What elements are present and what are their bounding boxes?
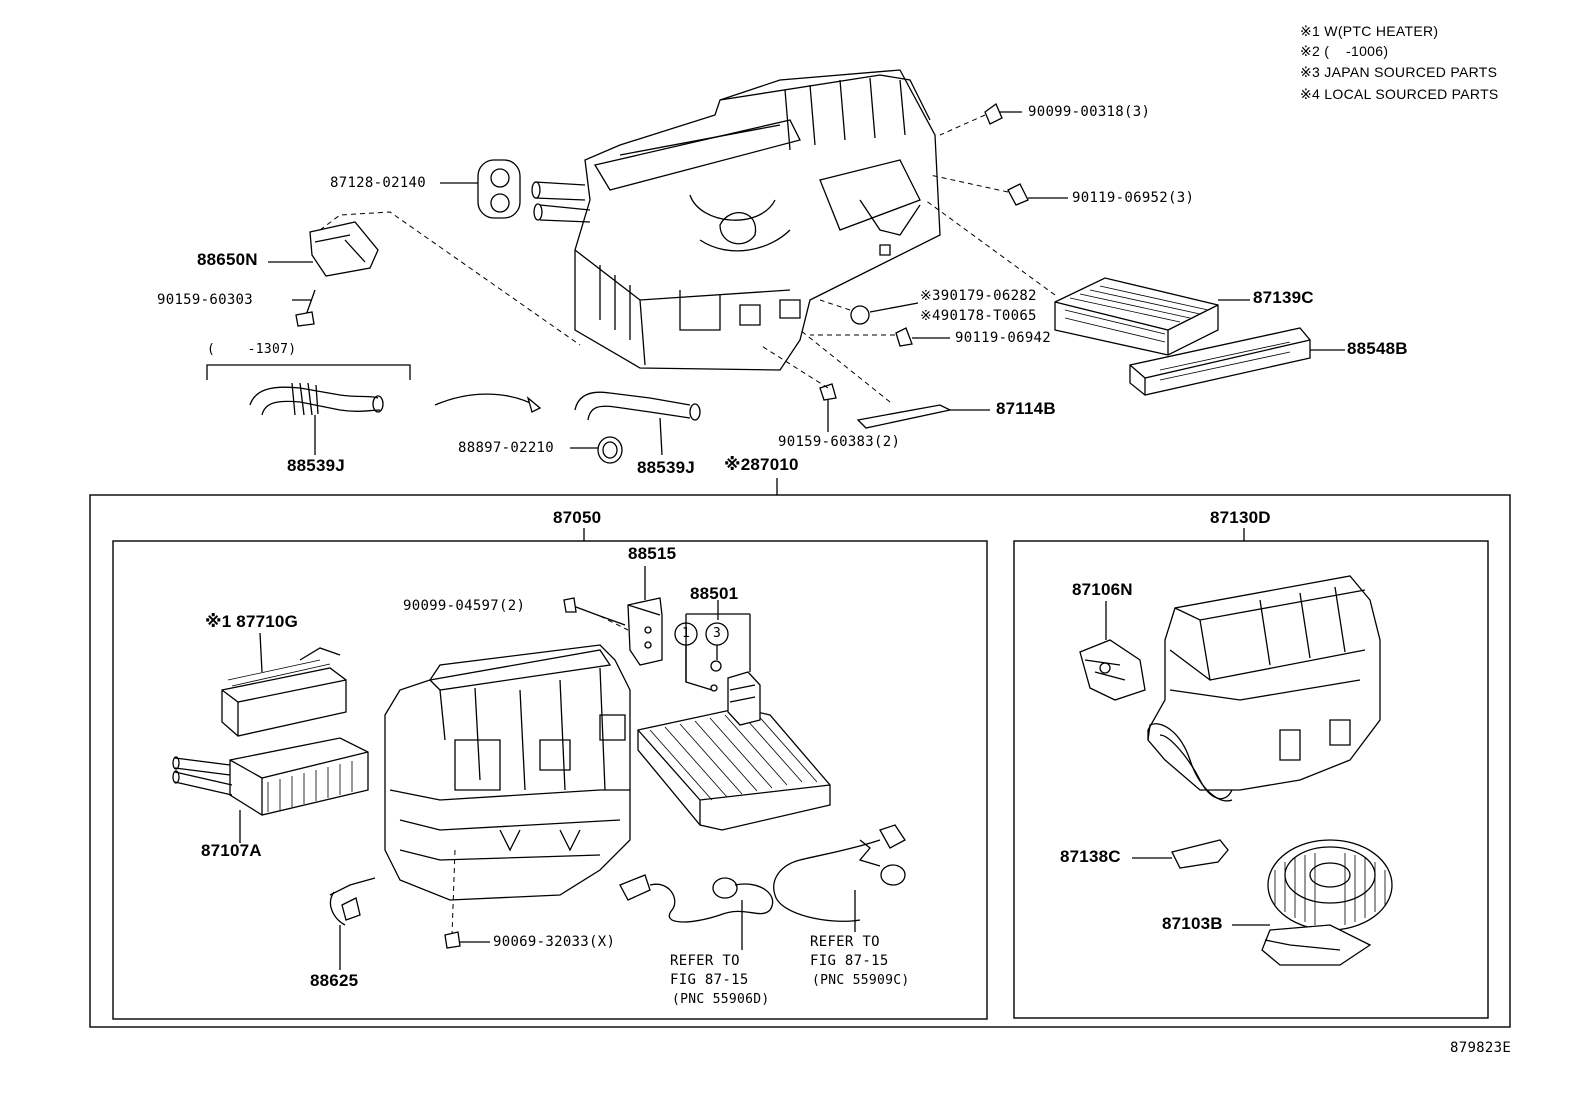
part-88501: 88501 <box>690 584 739 603</box>
part-88625: 88625 <box>310 971 359 990</box>
part-87139C: 87139C <box>1253 288 1314 307</box>
part-88897-02210: 88897-02210 <box>458 440 555 456</box>
heater-case-illustration <box>384 644 631 901</box>
blower-case-illustration <box>1147 575 1381 802</box>
refer-note-2-line2: FIG 87-15 <box>810 953 889 969</box>
wire-harness-illustration <box>619 824 906 923</box>
callout-1: 1 <box>682 626 691 641</box>
drain-hose-new-illustration <box>574 391 701 421</box>
part-90119-06942: 90119-06942 <box>955 330 1052 346</box>
footnote-4: ※4 LOCAL SOURCED PARTS <box>1300 86 1499 102</box>
figure-number: 879823E <box>1450 1040 1512 1056</box>
part-88548B: 88548B <box>1347 339 1408 358</box>
part-87128-02140: 87128-02140 <box>330 175 427 191</box>
part-87114B: 87114B <box>996 399 1056 418</box>
footnote-1: ※1 W(PTC HEATER) <box>1300 23 1439 39</box>
frame-87050 <box>112 540 988 1020</box>
screw-illustration <box>295 289 316 327</box>
hvac-unit-assembly-illustration <box>574 69 941 371</box>
blower-motor-illustration <box>1261 839 1393 966</box>
refer-note-2-line3: (PNC 55909C) <box>812 973 910 988</box>
part-90099-04597: 90099-04597(2) <box>403 598 526 614</box>
frame-87010 <box>89 494 1511 1028</box>
refer-note-1-line2: FIG 87-15 <box>670 972 749 988</box>
refer-note-2-line1: REFER TO <box>810 934 880 950</box>
screw-right-illustration <box>929 102 1068 206</box>
footnote-3: ※3 JAPAN SOURCED PARTS <box>1300 64 1498 80</box>
filter-illustration <box>1054 277 1219 356</box>
evaporator-illustration <box>637 671 831 831</box>
part-90119-06952: 90119-06952(3) <box>1072 190 1195 206</box>
pipe-illustration <box>531 181 591 223</box>
date-range-1307: ( -1307) <box>207 342 297 357</box>
part-88539J-new: 88539J <box>637 458 695 477</box>
part-88539J-old: 88539J <box>287 456 345 475</box>
refer-note-1-line1: REFER TO <box>670 953 740 969</box>
part-90159-60383: 90159-60383(2) <box>778 434 901 450</box>
part-87010: ※287010 <box>724 455 799 474</box>
resistor-illustration <box>1171 839 1229 869</box>
heater-core-illustration <box>172 737 369 816</box>
part-87710G: ※1 87710G <box>205 612 299 631</box>
part-90069-32033: 90069-32033(X) <box>493 934 616 950</box>
grommet-illustration <box>477 159 521 219</box>
part-87050: 87050 <box>553 508 602 527</box>
refer-note-1-line3: (PNC 55906D) <box>672 992 770 1007</box>
arrow-icon <box>434 393 541 409</box>
part-87103B: 87103B <box>1162 914 1223 933</box>
part-87130D: 87130D <box>1210 508 1271 527</box>
expansion-valve-illustration <box>627 597 663 666</box>
part-88515: 88515 <box>628 544 677 563</box>
drain-hose-old-illustration <box>249 382 384 416</box>
actuator-illustration <box>1079 639 1146 701</box>
callout-3: 3 <box>713 626 722 641</box>
part-87106N: 87106N <box>1072 580 1133 599</box>
servo-illustration <box>309 221 379 277</box>
part-87107A: 87107A <box>201 841 262 860</box>
part-90159-60303: 90159-60303 <box>157 292 254 308</box>
frame-87130D <box>1013 540 1489 1019</box>
part-87138C: 87138C <box>1060 847 1121 866</box>
part-90178-T0065: ※490178-T0065 <box>920 308 1037 324</box>
sensor-illustration <box>329 877 376 926</box>
ptc-heater-illustration <box>221 647 347 737</box>
part-88650N: 88650N <box>197 250 258 269</box>
part-90179-06282: ※390179-06282 <box>920 288 1037 304</box>
footnote-2: ※2 ( -1006) <box>1300 43 1389 59</box>
bracket-illustration <box>856 404 952 429</box>
filter-cover-illustration <box>1129 327 1311 396</box>
part-90099-00318: 90099-00318(3) <box>1028 104 1151 120</box>
